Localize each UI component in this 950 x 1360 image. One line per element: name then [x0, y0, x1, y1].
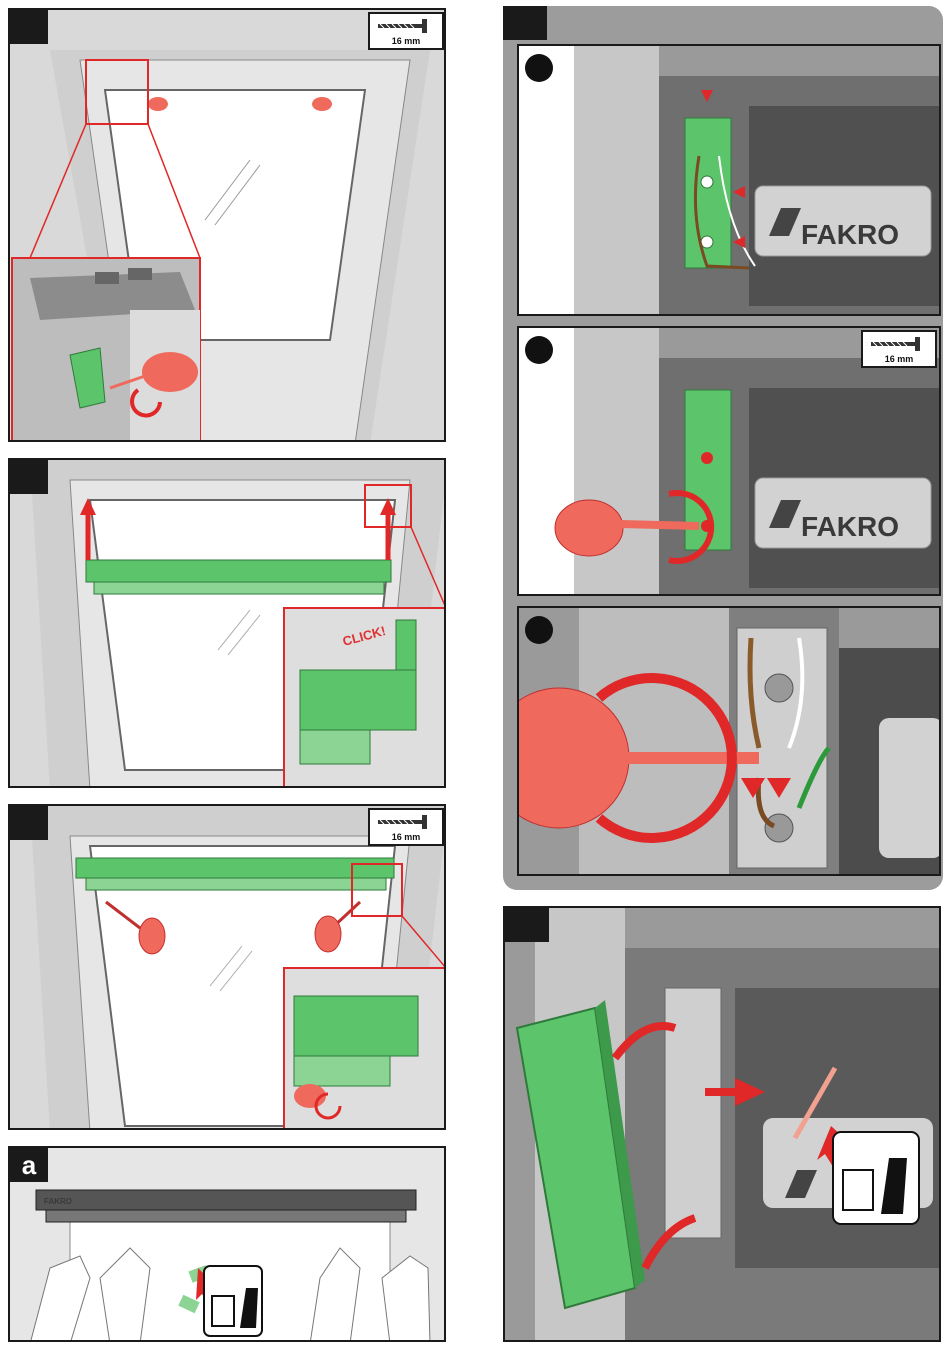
panel-step-4-sub-3: [517, 606, 941, 876]
screw-length-label: 16 mm: [370, 832, 442, 842]
step-number-box: [10, 460, 48, 494]
panel-step-4-sub-1: FAKRO: [517, 44, 941, 316]
panel-step-5: [503, 906, 941, 1342]
screw-icon: [370, 810, 442, 832]
screw-length-label: 16 mm: [863, 354, 935, 364]
film-removal-illustration: FAKRO: [10, 1148, 446, 1342]
sub-step-circle: [525, 616, 553, 644]
sub-step-circle: [525, 336, 553, 364]
step-number-box: [503, 6, 547, 40]
step-number-box: [10, 10, 48, 44]
blind-install-illustration: CLICK!: [10, 460, 446, 788]
bracket-screw-illustration: FAKRO: [519, 328, 941, 596]
brand-logo-text: FAKRO: [801, 219, 899, 250]
cover-install-illustration: [505, 908, 941, 1342]
screw-icon: [863, 332, 935, 354]
screw-length-label: 16 mm: [370, 36, 442, 46]
terminal-screw-illustration: [519, 608, 941, 876]
rail-screw-illustration: [10, 806, 446, 1130]
screw-icon: [370, 14, 442, 36]
brand-small: FAKRO: [44, 1197, 72, 1206]
screw-spec-box: 16 mm: [368, 808, 444, 846]
bracket-detail-illustration: FAKRO: [519, 46, 941, 316]
step-number-box: [10, 806, 48, 840]
step-number-box: [505, 908, 549, 942]
step-letter-box: a: [10, 1148, 48, 1182]
panel-step-1: 16 mm: [8, 8, 446, 442]
panel-step-4-sub-2: 16 mm FAKRO: [517, 326, 941, 596]
brand-logo-text: FAKRO: [801, 511, 899, 542]
panel-step-2: CLICK!: [8, 458, 446, 788]
sub-step-circle: [525, 54, 553, 82]
screw-spec-box: 16 mm: [368, 12, 444, 50]
screw-spec-box: 16 mm: [861, 330, 937, 368]
panel-step-a: a FAKRO: [8, 1146, 446, 1342]
panel-step-3: 16 mm: [8, 804, 446, 1130]
window-illustration: [10, 10, 446, 442]
